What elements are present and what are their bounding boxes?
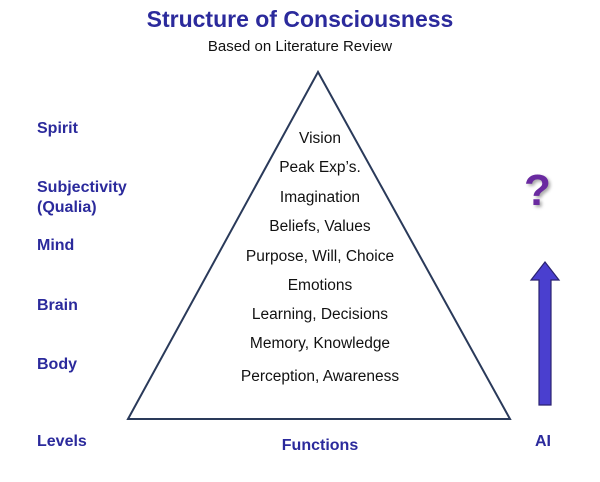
level-subjectivity: Subjectivity (Qualia) [37,179,127,216]
level-brain: Brain [37,297,78,314]
function-item: Peak Exp’s. [279,159,361,176]
up-arrow-icon [529,261,561,406]
pyramid-triangle [126,69,512,420]
page-subtitle: Based on Literature Review [207,38,393,55]
function-item: Beliefs, Values [269,218,371,235]
function-item: Imagination [279,189,361,206]
level-spirit: Spirit [37,120,78,137]
levels-label: Levels [37,433,87,450]
page-title: Structure of Consciousness [146,6,454,32]
level-mind: Mind [37,237,75,254]
function-item: Purpose, Will, Choice [245,248,395,265]
ai-label: AI [535,433,551,450]
function-item: Learning, Decisions [251,306,389,323]
function-item: Emotions [287,277,353,294]
functions-label: Functions [281,437,359,454]
question-mark-icon: ? [524,166,551,215]
function-item: Memory, Knowledge [249,335,391,352]
function-item: Vision [299,130,341,147]
function-item: Perception, Awareness [240,368,400,385]
level-body: Body [37,356,77,373]
